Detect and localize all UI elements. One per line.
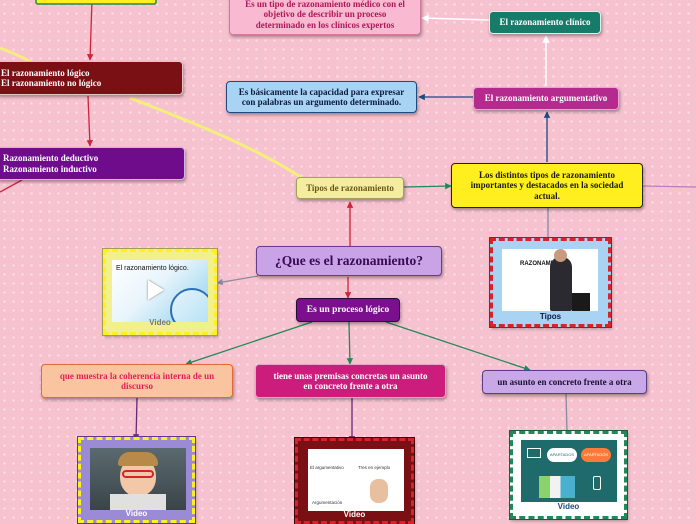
reasoning-types-node[interactable]: Tipos de razonamiento — [296, 177, 404, 199]
logical-process-node[interactable]: Es un proceso lógico — [296, 298, 400, 322]
board-word-text: RAZONAMI — [520, 261, 553, 267]
board-bottom-text: Argumentación — [312, 500, 343, 505]
hand-with-marker — [370, 479, 388, 503]
argumentative-reasoning-node[interactable]: El razonamiento argumentativo — [473, 87, 619, 110]
person-head — [554, 249, 567, 262]
bubble-right-text: APARTADOS — [581, 448, 611, 462]
reasoning-types-image[interactable]: RAZONAMI Tipos — [489, 237, 612, 328]
monitor-icon — [527, 448, 541, 458]
central-topic-node[interactable]: ¿Que es el razonamiento? — [256, 246, 442, 276]
man-writing-razonamiento-image: RAZONAMI — [502, 249, 598, 311]
video-thumbnail-whiteboard[interactable]: El argumentativo Tres en ejemplo Argumen… — [294, 437, 415, 524]
video-title-text: El razonamiento lógico. — [116, 265, 189, 272]
red-glasses — [122, 470, 154, 478]
video-caption: Video — [125, 509, 148, 518]
logical-reasoning-node[interactable]: El razonamiento lógico El razonamiento n… — [0, 61, 183, 95]
specific-matter-node[interactable]: un asunto en concreto frente a otra — [482, 370, 647, 394]
coherence-node[interactable]: que muestra la coherencia interna de un … — [41, 364, 233, 398]
board-right-text: Tres en ejemplo — [358, 465, 391, 470]
deductive-reasoning-node[interactable]: Razonamiento deductivo Razonamiento indu… — [0, 147, 185, 180]
video-caption: Video — [343, 510, 366, 519]
books-graphic — [539, 476, 575, 498]
video-caption: Video — [557, 502, 580, 511]
video-thumbnail-logical-reasoning[interactable]: El razonamiento lógico. Video — [102, 248, 218, 336]
child-with-glasses-image — [90, 448, 186, 510]
play-icon[interactable] — [148, 280, 164, 300]
child-hair — [118, 452, 158, 466]
video-thumbnail-child-math[interactable]: Video — [77, 436, 196, 524]
phone-icon — [593, 476, 601, 490]
argument-capacity-definition[interactable]: Es básicamente la capacidad para expresa… — [226, 81, 417, 113]
video-thumbnail-infographic[interactable]: APARTADOS APARTADOS Video — [509, 430, 628, 520]
video-preview-image: El razonamiento lógico. — [112, 260, 208, 322]
bubble-left-text: APARTADOS — [547, 448, 577, 462]
protractor-graphic — [170, 288, 208, 322]
child-shirt — [110, 494, 166, 510]
reasoning-types-description[interactable]: Los distintos tipos de razonamiento impo… — [451, 163, 643, 208]
whiteboard-drawing-image: El argumentativo Tres en ejemplo Argumen… — [308, 449, 404, 511]
video-caption: Video — [149, 318, 171, 327]
board-left-text: El argumentativo — [310, 465, 344, 470]
chair-shape — [572, 293, 590, 311]
person-figure — [550, 257, 572, 311]
clinical-reasoning-node[interactable]: El razonamiento clínico — [489, 11, 601, 34]
infographic-image: APARTADOS APARTADOS — [521, 440, 617, 502]
medical-reasoning-definition[interactable]: Es un tipo de razonamiento médico con el… — [229, 0, 421, 35]
premises-node[interactable]: tiene unas premisas concretas un asunto … — [255, 364, 446, 398]
image-caption: Tipos — [539, 312, 562, 321]
